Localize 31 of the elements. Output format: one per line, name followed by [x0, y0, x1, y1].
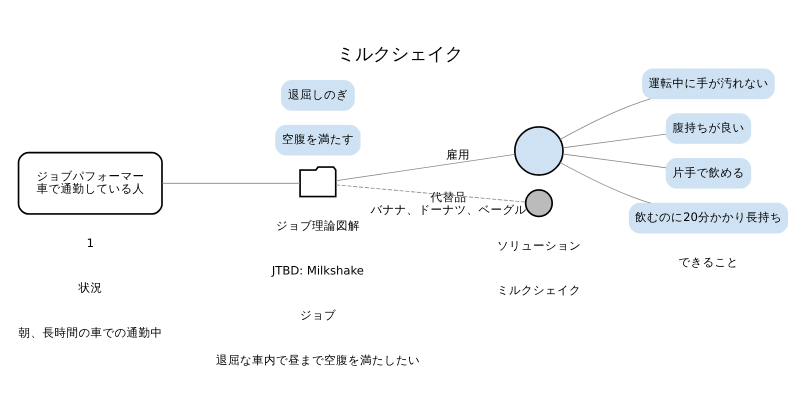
node-box: 腹持ちが良い: [666, 113, 752, 144]
label: ソリューション: [496, 238, 581, 252]
connector: [560, 98, 651, 140]
node-circle: [524, 189, 553, 218]
node-briefcase: [299, 166, 337, 198]
node-box: ジョブパフォーマー 車で通勤している人: [18, 152, 163, 215]
label: 状況: [78, 280, 102, 295]
label: ジョブ: [300, 308, 336, 322]
label: JTBD: Milkshake: [272, 263, 364, 278]
label: できること: [678, 254, 738, 269]
connector: [336, 154, 516, 182]
connector: [562, 134, 666, 148]
node-box: 空腹を満たす: [275, 124, 361, 156]
connector: [336, 184, 526, 202]
node-box: 飲むのに20分かかり長持ち: [628, 202, 788, 234]
node-label: 代替品: [430, 190, 467, 204]
node-box: 運転中に手が汚れない: [642, 68, 775, 100]
connector: [562, 154, 666, 168]
diagram-title: ミルクシェイク: [337, 44, 463, 66]
label: 1: [86, 236, 94, 250]
connector: [560, 162, 651, 204]
node-label: バナナ、ドーナツ、ベーグル: [370, 202, 527, 216]
node-circle: [514, 126, 564, 176]
label: ジョブ理論図解: [276, 218, 360, 232]
node-box: 退屈しのぎ: [281, 80, 355, 111]
label: ミルクシェイク: [496, 283, 581, 298]
edge-label: 雇用: [446, 148, 470, 162]
node-box: 片手で飲める: [666, 158, 752, 189]
label: 退屈な車内で昼まで空腹を満たしたい: [216, 352, 420, 367]
label: 朝、長時間の車での通勤中: [18, 325, 162, 340]
connector: [162, 182, 300, 184]
